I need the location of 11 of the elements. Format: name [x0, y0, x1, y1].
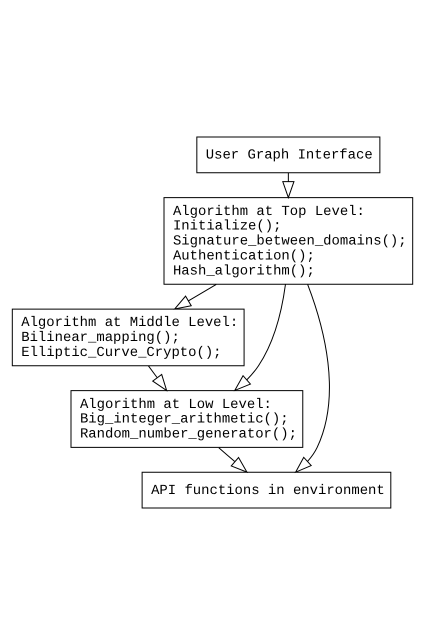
arrow [173, 283, 217, 310]
node-box: Algorithm at Top Level: Initialize(); Signature_between_domains(); Authentication(); Hash_algorithm(); [164, 196, 414, 284]
arrow [148, 364, 168, 392]
node-box: User Graph Interface [196, 136, 380, 173]
arrow [218, 446, 248, 473]
node-box: API functions in environment [142, 471, 392, 508]
node-box: Algorithm at Middle Level: Bilinear_mapping(); Elliptic_Curve_Crypto(); [12, 308, 245, 366]
arrow [234, 283, 286, 391]
arrow [282, 172, 295, 199]
arrow [294, 284, 330, 473]
node-box: Algorithm at Low Level: Big_integer_arithmetic(); Random_number_generator(); [70, 390, 304, 448]
